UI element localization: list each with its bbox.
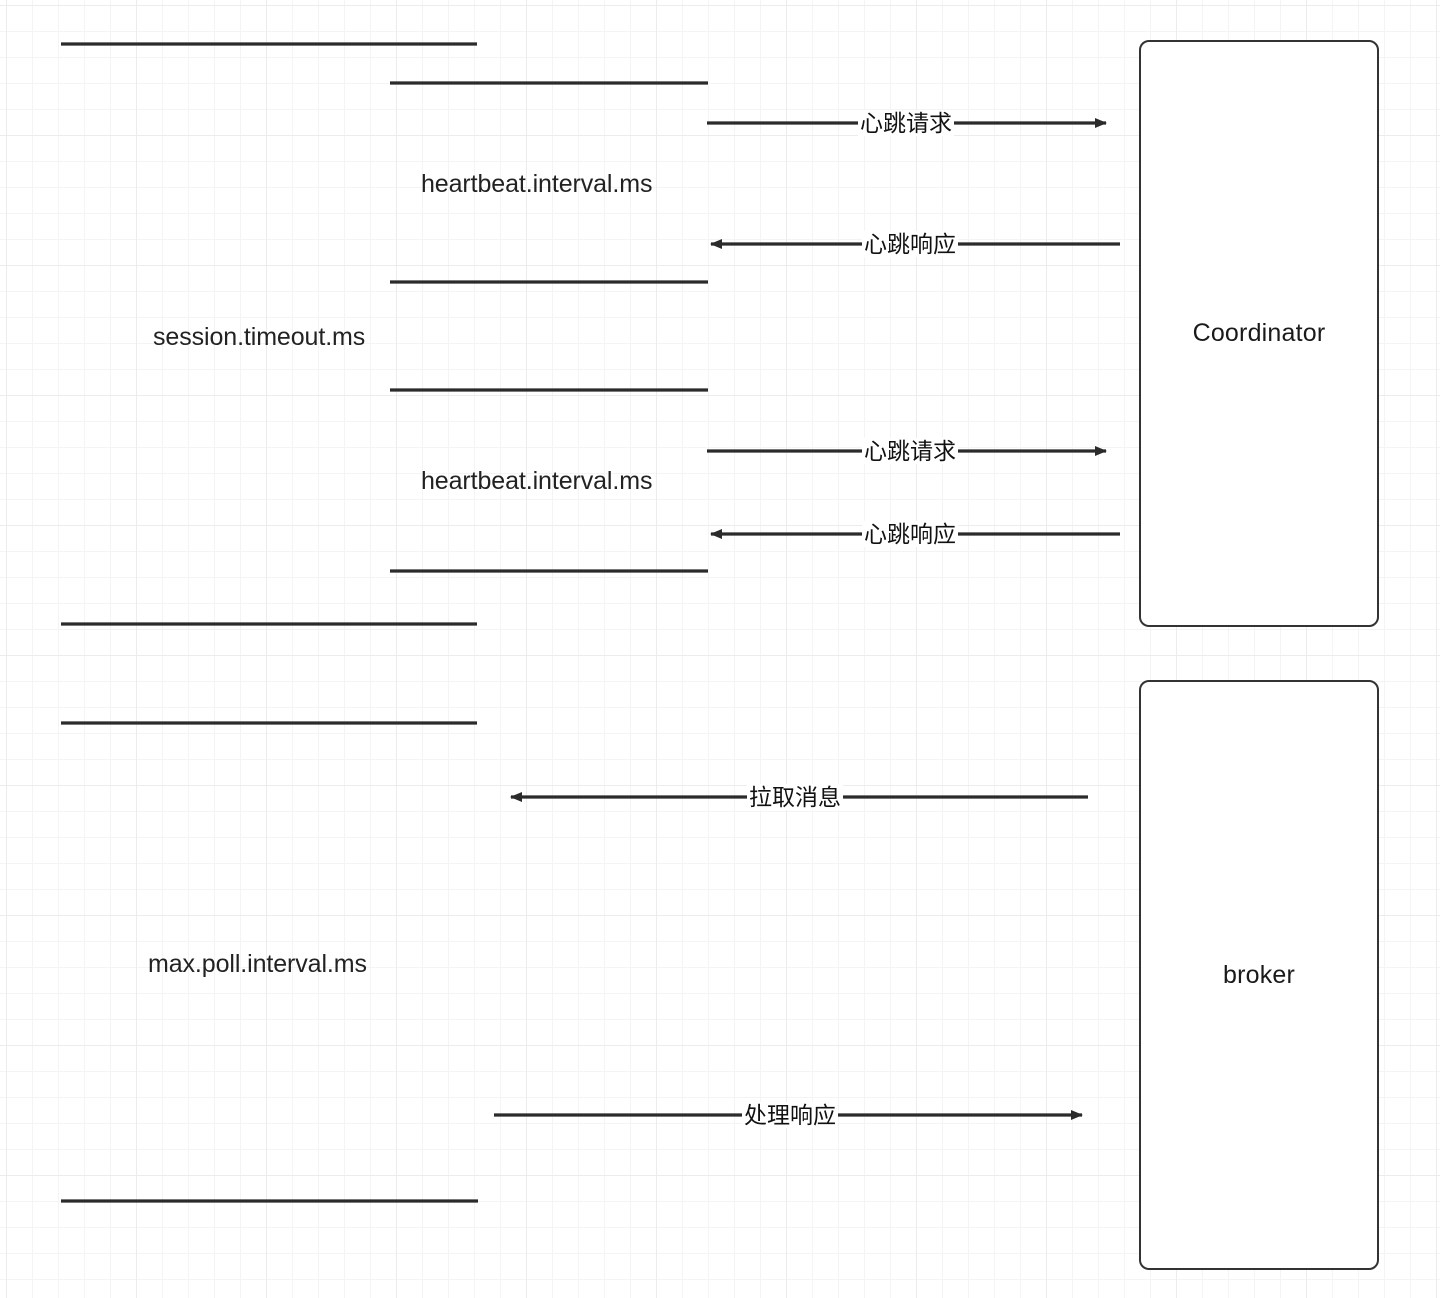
node-coordinator[interactable]: Coordinator [1139, 40, 1379, 627]
node-broker-label: broker [1222, 960, 1296, 989]
message-arrows [494, 118, 1120, 1120]
edge-label-heartbeat-response-1: 心跳响应 [862, 231, 958, 257]
edge-label-heartbeat-request-1: 心跳请求 [858, 110, 954, 136]
edge-label-heartbeat-response-2: 心跳响应 [862, 521, 958, 547]
label-heartbeat-interval-ms-1: heartbeat.interval.ms [421, 170, 653, 198]
node-broker[interactable]: broker [1139, 680, 1379, 1270]
edge-label-heartbeat-request-2: 心跳请求 [862, 438, 958, 464]
bracket-lines [61, 42, 708, 1203]
node-coordinator-label: Coordinator [1192, 319, 1326, 347]
label-session-timeout-ms: session.timeout.ms [153, 323, 366, 351]
label-max-poll-interval-ms: max.poll.interval.ms [148, 950, 367, 978]
label-heartbeat-interval-ms-2: heartbeat.interval.ms [421, 467, 653, 495]
edge-label-fetch-messages: 拉取消息 [747, 784, 843, 810]
edge-label-process-response: 处理响应 [742, 1102, 838, 1128]
